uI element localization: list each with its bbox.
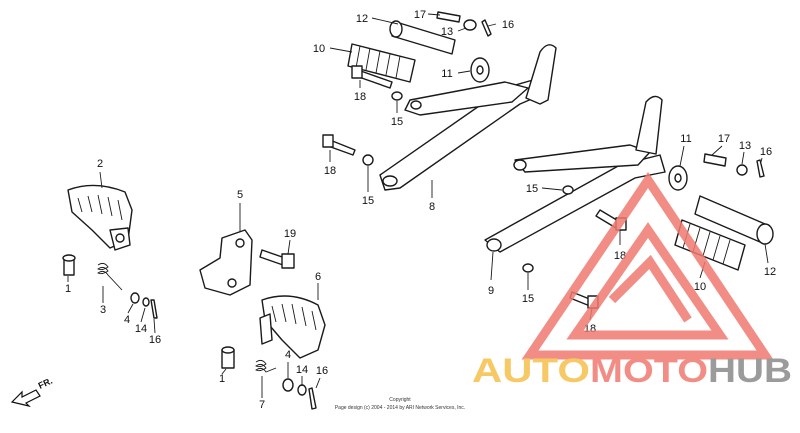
callout-16: 16 (316, 365, 328, 377)
watermark-word-auto: AUTO (472, 352, 590, 390)
cotter-pin-16-left (150, 299, 158, 319)
bolt-17-top (436, 11, 461, 23)
washer-15-lower (362, 154, 374, 166)
washer-4-center (282, 378, 294, 392)
copyright-title: Copyright (389, 397, 411, 403)
bar-8-upper-eye (410, 100, 422, 110)
cotter-pin-16-top (481, 19, 492, 37)
footpeg-2-assembly (62, 184, 158, 319)
callout-11: 11 (441, 68, 452, 80)
front-direction-label: FR. (37, 376, 54, 391)
callout-14: 14 (296, 364, 308, 376)
cotter-pin-16-right (756, 159, 765, 178)
right-step-bracket-assembly (484, 95, 774, 309)
callout-8: 8 (429, 201, 435, 213)
automotohub-watermark: AUTO MOTO HUB (472, 171, 792, 390)
footpeg-6-assembly (199, 229, 326, 410)
bar-8-end-eye (382, 175, 398, 187)
footpeg-6 (261, 295, 326, 359)
callout-18: 18 (354, 91, 366, 103)
step-bar-8-upper-arm (404, 81, 529, 116)
copyright-text: Page design (c) 2004 - 2014 by ARI Netwo… (335, 405, 465, 411)
cotter-pin-16-center (308, 387, 317, 410)
spring-3 (97, 262, 123, 291)
callout-13: 13 (739, 140, 751, 152)
callout-7: 7 (259, 399, 265, 411)
callout-6: 6 (315, 271, 321, 283)
step-bar-9-upper-arm (514, 144, 651, 173)
step-loop-top (525, 44, 557, 105)
callout-15: 15 (526, 183, 538, 195)
callout-12: 12 (764, 266, 776, 278)
callout-16: 16 (502, 19, 514, 31)
callout-1: 1 (219, 373, 225, 385)
main-step-bracket-assembly (322, 11, 557, 191)
callout-4: 4 (285, 349, 291, 361)
callout-11: 11 (680, 133, 691, 145)
callout-12: 12 (356, 13, 368, 25)
callout-16: 16 (760, 146, 772, 158)
callout-10: 10 (313, 43, 325, 55)
washer-14-left (142, 297, 150, 307)
watermark-inner-chevron-icon (608, 254, 692, 323)
callout-14: 14 (135, 323, 147, 335)
nut-13-right (736, 164, 748, 176)
callout-3: 3 (100, 304, 106, 316)
bracket-5 (199, 229, 253, 296)
watermark-word-moto: MOTO (590, 352, 708, 390)
bar-9-end-eye (486, 238, 502, 252)
callout-17: 17 (718, 133, 730, 145)
watermark-word-hub: HUB (708, 352, 792, 390)
peg-rubber-10-top (347, 43, 416, 83)
callout-13: 13 (441, 26, 453, 38)
callout-9: 9 (488, 285, 494, 297)
callout-2: 2 (97, 158, 103, 170)
nut-13-top (463, 19, 477, 31)
callout-15: 15 (522, 293, 534, 305)
washer-15-upper (391, 91, 403, 101)
callout-15: 15 (391, 116, 403, 128)
callout-1: 1 (65, 283, 71, 295)
watermark-triangle-icon (521, 171, 774, 360)
washer-14-center (297, 384, 307, 396)
callout-17: 17 (414, 9, 426, 21)
front-arrow-icon (10, 389, 41, 408)
step-loop-right (635, 95, 663, 155)
washer-15-right-upper (562, 185, 574, 195)
callout-10: 10 (694, 281, 706, 293)
callout-19: 19 (284, 228, 296, 240)
spring-7 (255, 359, 277, 373)
peg-pin-12-head (389, 20, 403, 38)
callout-15: 15 (362, 195, 374, 207)
washer-15-right-lower (522, 263, 534, 273)
callout-5: 5 (237, 189, 243, 201)
washer-4-left (130, 292, 140, 304)
callout-4: 4 (124, 314, 130, 326)
front-direction-indicator: FR. (10, 376, 54, 408)
callout-16: 16 (149, 334, 161, 346)
bolt-17-right (703, 153, 727, 167)
callout-18: 18 (324, 165, 336, 177)
bolt-19 (259, 249, 286, 266)
